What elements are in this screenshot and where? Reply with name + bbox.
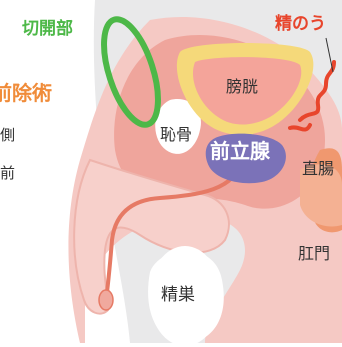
vas-deferens-end (288, 123, 312, 132)
label-bladder: 膀胱 (226, 77, 258, 96)
incision-ring (101, 16, 161, 128)
label-incision: 切開部 (22, 18, 73, 39)
label-testis: 精巣 (161, 285, 195, 305)
label-front: 前 (0, 164, 15, 182)
seminal-leader-line (325, 37, 334, 73)
urethra (104, 158, 244, 302)
label-surgery: 前除術 (0, 81, 52, 105)
label-seminal-vesicle: 精のう (275, 13, 326, 34)
bladder-inner (192, 57, 302, 125)
seminal-vesicle (298, 60, 336, 122)
rectum-inner (300, 164, 342, 227)
penis-tip (98, 289, 114, 311)
label-prostate: 前立腺 (210, 139, 271, 163)
label-anus: 肛門 (298, 244, 330, 263)
testis-shape (148, 250, 224, 343)
prostate (205, 133, 286, 184)
pubic-bone (155, 99, 201, 154)
label-rectum: 直腸 (302, 159, 334, 178)
penis (73, 158, 230, 315)
label-pubic-bone: 恥骨 (160, 125, 192, 144)
label-side: 側 (0, 126, 15, 144)
